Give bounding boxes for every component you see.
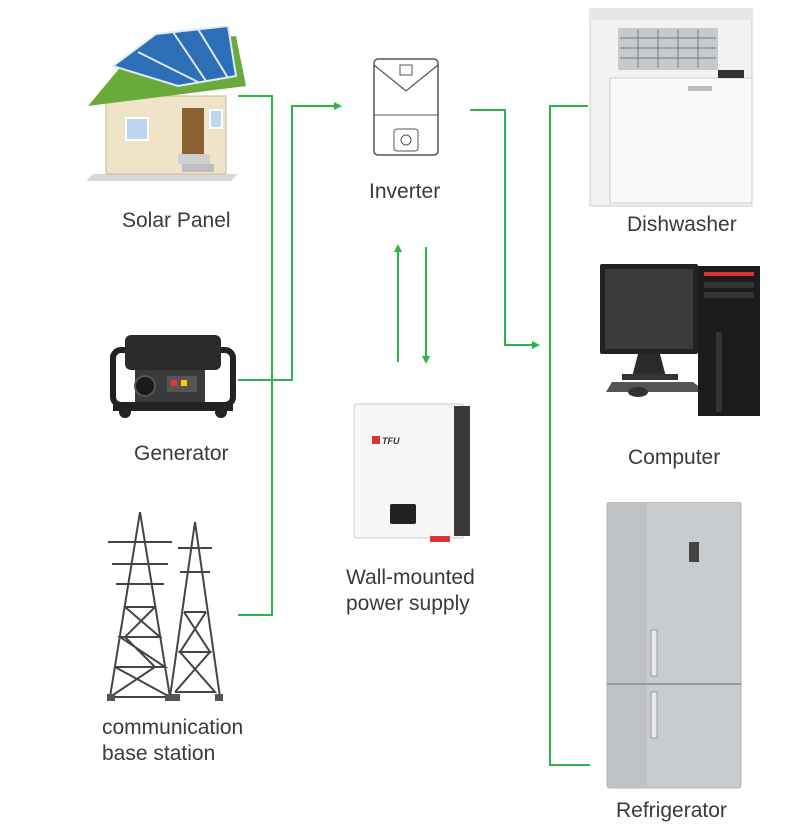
brand-logo: TFU xyxy=(382,436,400,446)
inverter-to-loads-connector xyxy=(470,109,540,349)
solar-panel-label: Solar Panel xyxy=(122,209,231,232)
refrigerator-icon xyxy=(606,502,742,789)
wall-mounted-label-line1: Wall-mounted xyxy=(346,566,475,589)
dishwasher-icon xyxy=(589,8,753,207)
communication-label-line2: base station xyxy=(102,742,216,765)
inverter-label: Inverter xyxy=(369,180,441,203)
communication-label-line1: communication xyxy=(102,716,244,739)
wall-mounted-power-supply-label: Wall-mounted power supply xyxy=(346,565,475,617)
wall-mounted-label-line2: power supply xyxy=(346,592,470,615)
generator-icon xyxy=(110,335,236,418)
loads-bus xyxy=(549,105,590,766)
inverter-icon xyxy=(373,58,439,156)
solar-house-icon xyxy=(86,26,246,181)
transmission-tower-icon xyxy=(106,512,223,701)
refrigerator-label: Refrigerator xyxy=(616,799,727,822)
dishwasher-label: Dishwasher xyxy=(627,213,737,236)
computer-icon xyxy=(600,264,760,416)
communication-base-station-label: communication base station xyxy=(102,715,243,767)
wall-mounted-battery-icon: TFU xyxy=(353,403,470,542)
generator-label: Generator xyxy=(134,442,229,465)
solar-connector xyxy=(238,95,273,616)
computer-label: Computer xyxy=(628,446,721,469)
bus-to-inverter-connector xyxy=(272,102,342,381)
